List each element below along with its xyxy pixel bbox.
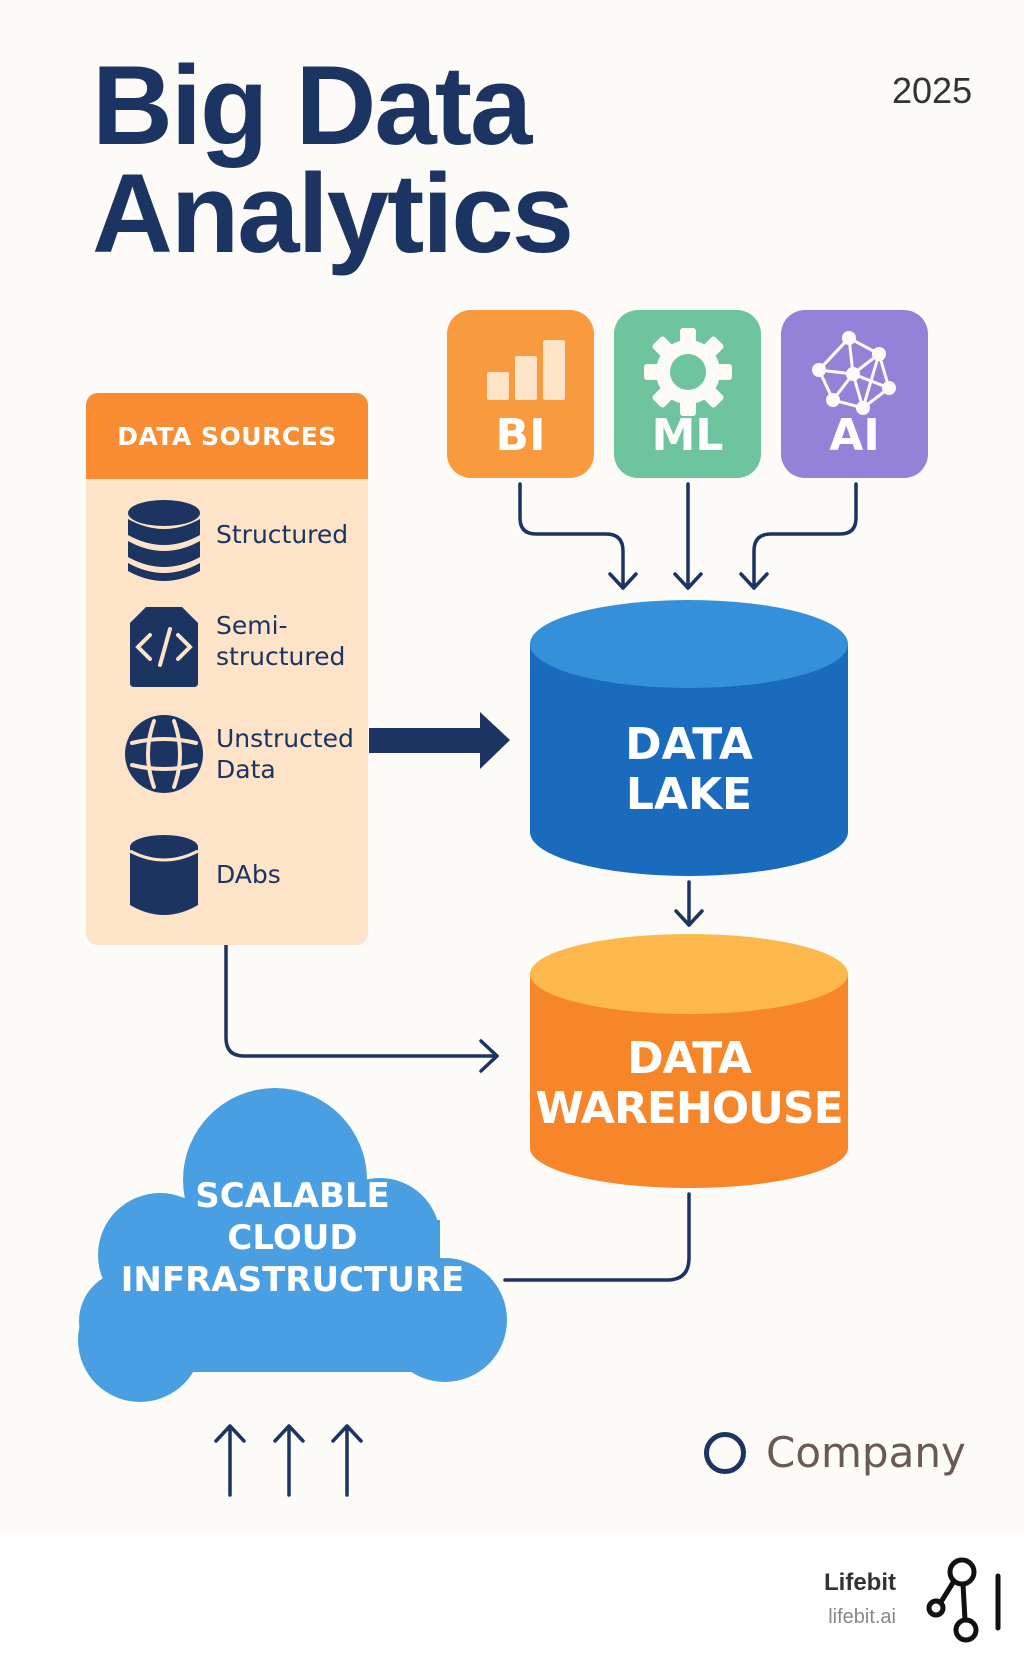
- footer-brand: Lifebit lifebit.ai: [824, 1568, 896, 1632]
- source-label-dabs: DAbs: [216, 860, 281, 889]
- warehouse-to-cloud-connector: [503, 1192, 691, 1282]
- data-warehouse-label-line2: WAREHOUSE: [535, 1083, 843, 1134]
- upload-arrow-1-icon: [214, 1424, 246, 1497]
- brand-url[interactable]: lifebit.ai: [828, 1606, 896, 1628]
- data-lake-label: DATA LAKE: [530, 720, 848, 820]
- ai-arrowhead-icon: [739, 572, 769, 590]
- tool-box-ml: ML: [614, 310, 761, 478]
- bi-to-lake-connector: [518, 482, 625, 590]
- year-label: 2025: [892, 70, 973, 111]
- source-item-unstructured: Unstructed Data: [86, 711, 368, 811]
- neural-network-icon: [812, 331, 896, 415]
- data-lake-cylinder: DATA LAKE: [530, 600, 848, 876]
- globe-icon: [125, 715, 203, 793]
- source-label-semi-structured-line2: structured: [216, 642, 346, 671]
- lifebit-logo-icon: [926, 1557, 1001, 1643]
- tool-label-ml: ML: [651, 410, 724, 461]
- data-sources-header: DATA SOURCES: [86, 393, 368, 479]
- ai-to-lake-connector: [752, 482, 858, 590]
- bi-arrowhead-icon: [608, 572, 638, 590]
- company-name: Company: [766, 1428, 966, 1477]
- cloud-icon: [78, 1088, 507, 1402]
- title-line-1: Big Data: [92, 43, 532, 168]
- database-icon: [128, 500, 200, 581]
- company-logo: Company: [704, 1428, 966, 1477]
- data-lake-label-line2: LAKE: [625, 769, 753, 820]
- data-warehouse-shape: [530, 934, 848, 1188]
- source-item-dabs: DAbs: [86, 833, 368, 933]
- source-label-unstructured-line1: Unstructed: [216, 724, 354, 753]
- code-file-icon: [130, 607, 198, 687]
- source-item-structured: Structured: [86, 493, 368, 593]
- cloud-label-line2: CLOUD: [227, 1218, 358, 1258]
- lake-to-warehouse-arrowhead-icon: [674, 909, 704, 927]
- title-line-2: Analytics: [92, 151, 574, 276]
- brand-name: Lifebit: [824, 1569, 896, 1596]
- bar-chart-icon: [487, 340, 565, 400]
- source-label-unstructured: Unstructed Data: [216, 723, 354, 785]
- sources-to-warehouse-connector: [224, 943, 499, 1058]
- source-label-structured: Structured: [216, 520, 349, 549]
- source-label-semi-structured: Semi- structured: [216, 610, 345, 672]
- gear-icon: [644, 328, 732, 416]
- tool-box-bi: BI: [447, 310, 594, 478]
- source-label-semi-structured-line1: Semi-: [216, 611, 288, 640]
- data-sources-panel: DATA SOURCES Structured Semi- structured: [86, 393, 368, 945]
- data-lake-shape: [530, 600, 848, 876]
- cloud-label-line3: INFRASTRUCTURE: [120, 1260, 465, 1300]
- upload-arrow-2-icon: [273, 1424, 305, 1497]
- data-warehouse-cylinder: DATA WAREHOUSE: [530, 934, 848, 1188]
- tool-box-ai: AI: [781, 310, 928, 478]
- source-item-semi-structured: Semi- structured: [86, 593, 368, 693]
- ml-arrowhead-icon: [673, 572, 703, 590]
- sources-to-warehouse-arrowhead-icon: [479, 1039, 499, 1073]
- cloud-label-line1: SCALABLE: [195, 1176, 390, 1216]
- tool-label-bi: BI: [495, 410, 546, 461]
- tool-label-ai: AI: [829, 410, 880, 461]
- data-warehouse-label-line1: DATA: [627, 1033, 752, 1084]
- data-lake-label-line1: DATA: [625, 719, 753, 770]
- cloud-label: SCALABLE CLOUD INFRASTRUCTURE: [79, 1175, 506, 1301]
- source-label-unstructured-line2: Data: [216, 755, 276, 784]
- page-title: Big Data Analytics: [92, 43, 574, 276]
- upload-arrow-3-icon: [331, 1424, 363, 1497]
- sources-to-lake-arrow-icon: [369, 712, 510, 769]
- data-warehouse-label: DATA WAREHOUSE: [530, 1034, 848, 1134]
- cylinder-icon: [129, 835, 199, 915]
- company-circle-icon: [704, 1431, 746, 1474]
